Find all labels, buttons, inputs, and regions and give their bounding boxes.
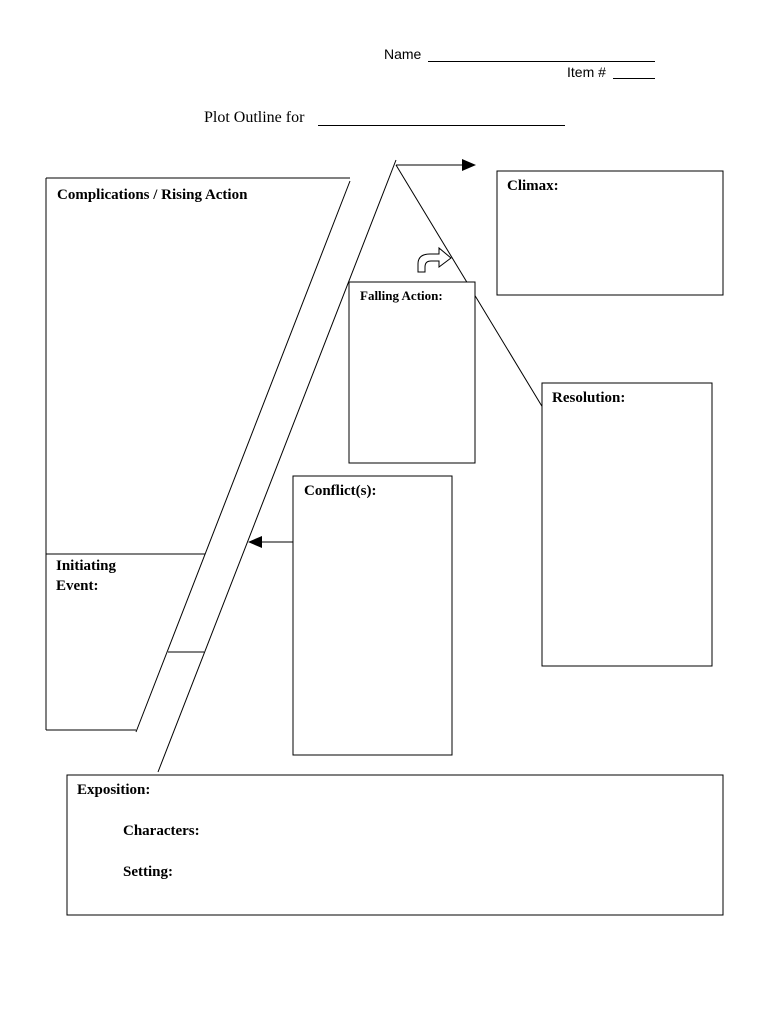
climax-label: Climax: xyxy=(507,178,559,194)
climax-arrowhead-icon xyxy=(462,159,476,171)
item-label: Item # xyxy=(567,64,606,80)
initiating-event-label-line2: Event: xyxy=(56,578,99,594)
exposition-box xyxy=(66,774,724,916)
setting-label: Setting: xyxy=(123,864,173,880)
resolution-label: Resolution: xyxy=(552,390,626,406)
name-blank xyxy=(428,61,655,62)
climax-box xyxy=(496,170,724,296)
curved-arrow-icon xyxy=(417,246,452,273)
conflicts-label: Conflict(s): xyxy=(304,483,377,499)
page-title: Plot Outline for xyxy=(204,109,305,126)
exposition-label: Exposition: xyxy=(77,782,151,798)
title-blank xyxy=(318,125,565,126)
characters-label: Characters: xyxy=(123,823,200,839)
resolution-box xyxy=(541,382,713,667)
rising-action-outer-diagonal xyxy=(157,159,397,773)
name-label: Name xyxy=(384,46,422,62)
falling-action-label: Falling Action: xyxy=(360,288,443,303)
complications-label: Complications / Rising Action xyxy=(57,187,248,203)
falling-action-box xyxy=(348,281,476,464)
conflict-arrowhead-icon xyxy=(248,536,262,548)
rising-action-inner-diagonal xyxy=(135,180,351,733)
item-blank xyxy=(613,78,655,79)
conflicts-box xyxy=(292,475,453,756)
initiating-event-label-line1: Initiating xyxy=(56,558,117,574)
